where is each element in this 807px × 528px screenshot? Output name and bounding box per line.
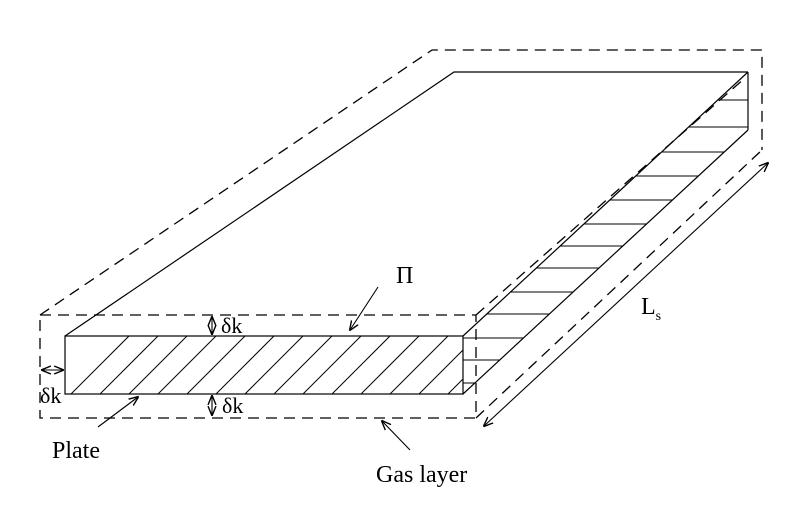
hatch-line <box>157 335 217 395</box>
gas-layer-label: Gas layer <box>376 462 467 488</box>
hatch-line <box>186 335 246 395</box>
hatch-line <box>128 335 188 395</box>
hatch-line <box>244 335 304 395</box>
ls-label-main: L <box>641 294 656 320</box>
pi-pointer-arrow <box>350 286 379 330</box>
gas-layer-pointer-arrow <box>382 421 411 451</box>
hatch-line <box>389 335 449 395</box>
hatch-line <box>331 335 391 395</box>
plate-label: Plate <box>52 438 100 464</box>
gas-layer-envelope <box>39 49 763 419</box>
dk-left-label: δk <box>40 383 61 408</box>
side-face-hatching <box>463 99 748 384</box>
hatch-line <box>418 349 464 395</box>
ls-label: Ls <box>641 294 661 324</box>
plate-outline <box>64 71 749 395</box>
plate-pointer-arrow <box>97 397 138 428</box>
pi-label: Π <box>396 263 413 289</box>
hatch-line <box>360 335 420 395</box>
dk-top-label: δk <box>221 313 242 338</box>
front-face-hatching <box>70 335 464 395</box>
hatch-line <box>215 335 275 395</box>
hatch-line <box>70 335 130 395</box>
hatch-line <box>273 335 333 395</box>
dk-bottom-label: δk <box>222 393 243 418</box>
ls-label-subscript: s <box>656 309 661 324</box>
hatch-line <box>99 335 159 395</box>
ls-dimension <box>484 163 768 426</box>
hatch-line <box>447 378 464 395</box>
hatch-line <box>302 335 362 395</box>
